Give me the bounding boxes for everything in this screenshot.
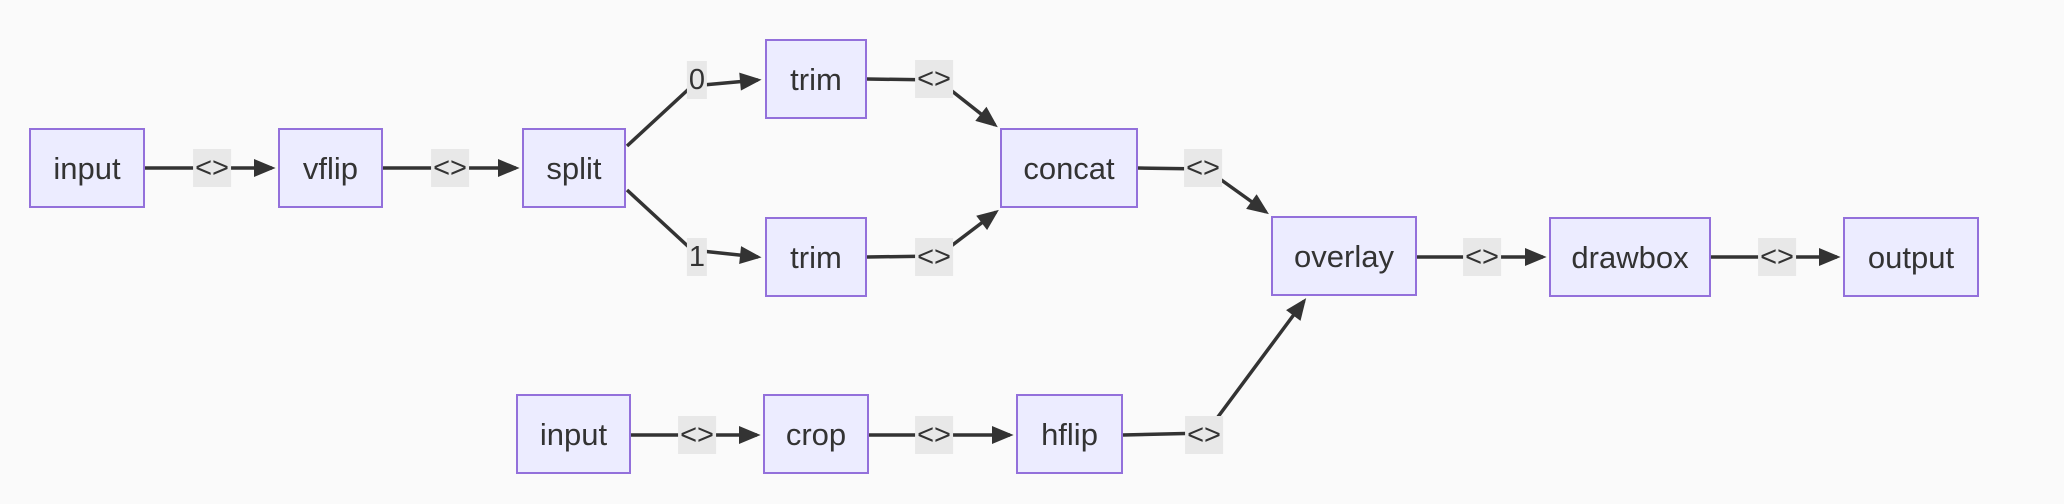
node-label: drawbox	[1571, 239, 1689, 275]
edge-label-split-trim-bottom: 1	[686, 238, 708, 276]
node-drawbox: drawbox	[1549, 217, 1711, 297]
node-label: overlay	[1294, 238, 1394, 274]
node-trim-top: trim	[765, 39, 867, 119]
edge-label-trim-bottom-concat: <>	[915, 238, 953, 276]
node-split: split	[522, 128, 626, 208]
node-label: trim	[790, 61, 842, 97]
node-label: input	[539, 416, 608, 452]
edge-label-drawbox-output: <>	[1758, 238, 1796, 276]
node-output: output	[1843, 217, 1979, 297]
node-label: trim	[790, 239, 842, 275]
edge-label-crop-hflip: <>	[915, 416, 953, 454]
edge-label-split-trim-top: 0	[686, 61, 708, 99]
edge-label-input-vflip: <>	[193, 149, 231, 187]
edge-label-vflip-split: <>	[431, 149, 469, 187]
node-hflip: hflip	[1016, 394, 1123, 474]
node-concat: concat	[1000, 128, 1138, 208]
edge-label-concat-overlay: <>	[1184, 149, 1222, 187]
edge-hflip-overlay	[1122, 298, 1307, 437]
edge-label-trim-top-concat: <>	[915, 60, 953, 98]
node-label: input	[53, 150, 121, 186]
node-trim-bottom: trim	[765, 217, 867, 297]
edge-label-input2-crop: <>	[678, 416, 716, 454]
node-input-overlay: input	[516, 394, 631, 474]
edge-label-hflip-overlay: <>	[1185, 416, 1223, 454]
node-crop: crop	[763, 394, 869, 474]
edge-label-overlay-drawbox: <>	[1463, 238, 1501, 276]
node-vflip: vflip	[278, 128, 383, 208]
node-label: crop	[785, 416, 847, 452]
node-label: vflip	[302, 150, 359, 186]
node-label: concat	[1023, 150, 1115, 186]
node-overlay: overlay	[1271, 216, 1417, 296]
node-label: hflip	[1041, 416, 1098, 452]
node-input-main: input	[29, 128, 145, 208]
node-label: output	[1867, 239, 1955, 275]
node-label: split	[546, 150, 602, 186]
